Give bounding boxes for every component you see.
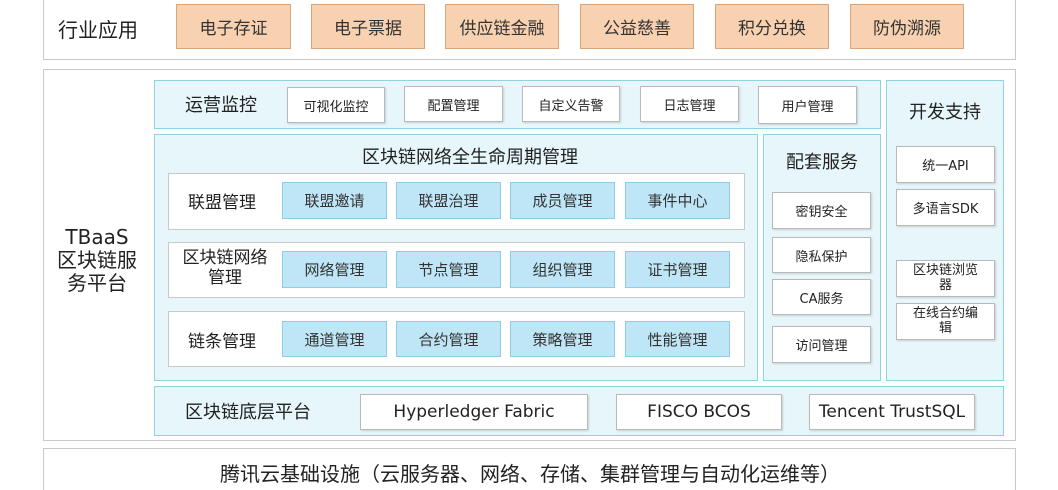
lifecycle-title: 区块链网络全生命周期管理	[362, 147, 578, 168]
lifecycle-row-1-item-4: 事件中心	[625, 182, 730, 219]
lifecycle-row-3-item-2: 合约管理	[396, 321, 501, 357]
lifecycle-row-1-label: 联盟管理	[188, 192, 256, 213]
lifecycle-row-1-item-3: 成员管理	[510, 182, 615, 219]
ops-item-2: 配置管理	[404, 86, 503, 122]
support-item-1: 密钥安全	[772, 192, 871, 229]
dev-item-3-line1: 区块链浏览	[912, 262, 978, 278]
lifecycle-row-3-item-3: 策略管理	[510, 321, 615, 357]
lifecycle-row-2-label-line1: 区块链网络	[182, 248, 268, 269]
base-item-3: Tencent TrustSQL	[809, 394, 975, 430]
lifecycle-row-1-item-2: 联盟治理	[396, 182, 501, 219]
platform-title-line2: 区块链服	[57, 247, 137, 272]
infra-row	[43, 448, 1016, 490]
ops-item-3: 自定义告警	[522, 86, 620, 122]
industry-item-4: 公益慈善	[580, 4, 694, 49]
lifecycle-row-1-item-1: 联盟邀请	[282, 182, 387, 219]
base-label: 区块链底层平台	[185, 402, 311, 423]
ops-item-1: 可视化监控	[287, 87, 385, 123]
dev-item-2: 多语言SDK	[896, 189, 995, 226]
base-item-1: Hyperledger Fabric	[360, 394, 588, 430]
industry-item-1: 电子存证	[176, 4, 291, 49]
support-item-3: CA服务	[772, 279, 871, 315]
dev-item-3-line2: 器	[938, 277, 952, 293]
support-item-4: 访问管理	[772, 326, 871, 363]
dev-item-4-line2: 辑	[938, 320, 952, 336]
platform-title-line1: TBaaS	[65, 224, 129, 249]
industry-item-2: 电子票据	[311, 4, 425, 49]
lifecycle-row-2-item-3: 组织管理	[510, 251, 615, 288]
infra-label: 腾讯云基础设施（云服务器、网络、存储、集群管理与自动化运维等）	[220, 461, 840, 486]
dev-label: 开发支持	[909, 102, 981, 123]
dev-item-1: 统一API	[896, 146, 995, 183]
support-item-2: 隐私保护	[772, 237, 871, 273]
support-label: 配套服务	[786, 152, 858, 173]
industry-item-3: 供应链金融	[445, 4, 559, 49]
industry-item-6: 防伪溯源	[850, 4, 964, 49]
dev-item-4: 在线合约编 辑	[896, 303, 995, 340]
lifecycle-row-3-item-4: 性能管理	[625, 321, 730, 357]
lifecycle-row-3-item-1: 通道管理	[282, 321, 387, 357]
industry-label: 行业应用	[58, 17, 138, 42]
ops-item-4: 日志管理	[640, 86, 739, 122]
dev-item-4-line1: 在线合约编	[912, 305, 978, 321]
lifecycle-row-2-item-4: 证书管理	[625, 251, 730, 288]
ops-label: 运营监控	[185, 95, 257, 116]
ops-item-5: 用户管理	[758, 86, 857, 124]
base-item-2: FISCO BCOS	[616, 394, 782, 430]
lifecycle-row-2-label: 区块链网络 管理	[170, 247, 280, 291]
platform-title-line3: 务平台	[67, 270, 127, 295]
lifecycle-row-2-item-1: 网络管理	[282, 251, 387, 288]
industry-item-5: 积分兑换	[715, 4, 829, 49]
lifecycle-row-2-label-line2: 管理	[208, 268, 242, 288]
lifecycle-row-3-label: 链条管理	[188, 331, 256, 352]
platform-title: TBaaS 区块链服 务平台	[45, 215, 149, 305]
dev-item-3: 区块链浏览 器	[896, 260, 995, 297]
lifecycle-row-2-item-2: 节点管理	[396, 251, 501, 288]
